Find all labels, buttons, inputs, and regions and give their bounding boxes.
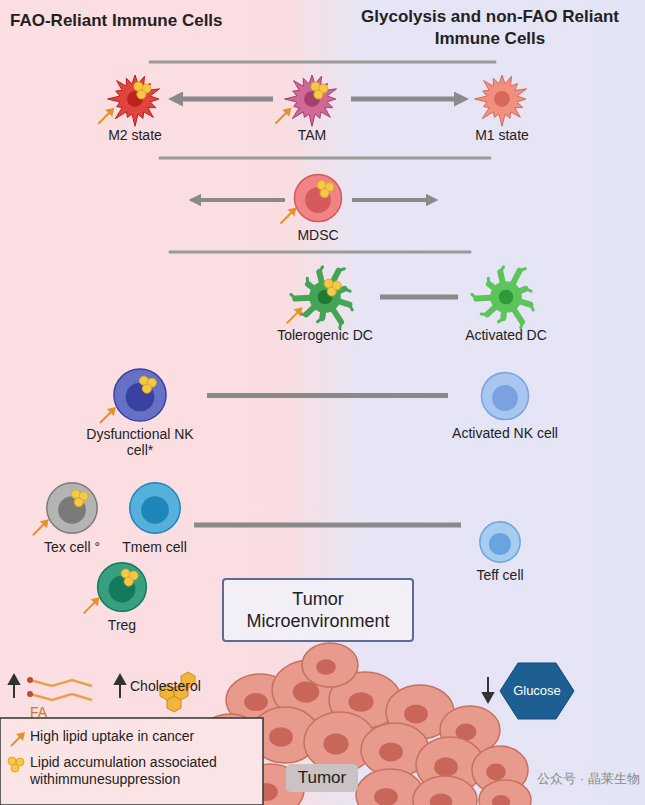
cell-icon (105, 364, 175, 426)
column-title: FAO-Reliant Immune Cells (10, 10, 250, 32)
lipid-droplet-sample (6, 755, 28, 773)
t-memory-cell: Tmem cell (119, 478, 190, 556)
cell-label: Tex cell ° (44, 539, 100, 555)
region-title: Tumor Microenvironment (236, 588, 400, 632)
dendritic-cell: Tolerogenic DC (274, 268, 376, 344)
glucose-label: Glucose (499, 662, 575, 720)
treg-cell: Treg (87, 558, 157, 634)
fatty-acid-icon (27, 677, 92, 700)
row-separators (150, 62, 495, 252)
cholesterol-label: Cholesterol (130, 677, 230, 696)
connector (174, 97, 273, 102)
tam-macrophage: TAM (277, 72, 347, 144)
region-box: Tumor Microenvironment (222, 578, 414, 642)
cell-label: Activated NK cell (452, 425, 558, 441)
nk-cell: Activated NK cell (452, 368, 558, 442)
connector (207, 393, 448, 398)
trend-arrows (9, 675, 493, 702)
cell-label: MDSC (297, 227, 338, 243)
cell-icon (471, 268, 541, 326)
cell-label: Tmem cell (122, 539, 187, 555)
dendritic-cell: Activated DC (462, 268, 550, 344)
cell-label: Activated DC (465, 327, 547, 343)
tumor-label: Tumor (286, 764, 358, 792)
legend-text: High lipid uptake in cancer (30, 728, 259, 745)
t-exhausted-cell: Tex cell ° (37, 478, 107, 556)
cell-label: M1 state (475, 127, 529, 143)
cell-label: Dysfunctional NK cell* (77, 426, 203, 458)
connector (380, 295, 458, 300)
cell-icon (283, 170, 353, 226)
cell-icon (277, 72, 347, 126)
column-title: Glycolysis and non-FAO Reliant Immune Ce… (355, 6, 625, 50)
legend-row: High lipid uptake in cancer (4, 728, 259, 745)
t-effector-cell: Teff cell (465, 518, 535, 584)
nk-cell: Dysfunctional NK cell* (77, 364, 203, 459)
watermark: 公众号 · 晶莱生物 (470, 770, 640, 788)
cell-label: M2 state (108, 127, 162, 143)
cell-label: Treg (108, 617, 136, 633)
cell-icon (120, 478, 190, 538)
cell-label: Teff cell (476, 567, 523, 583)
cell-icon (470, 368, 540, 424)
cell-icon (87, 558, 157, 616)
fa-label: FA (30, 703, 70, 722)
legend-text: Lipid accumulation associated withimmune… (30, 754, 259, 788)
cell-label: TAM (298, 127, 327, 143)
cell-icon (290, 268, 360, 326)
legend-box (0, 718, 263, 805)
legend-row: Lipid accumulation associated withimmune… (4, 754, 259, 788)
cell-icon (467, 72, 537, 126)
m1-macrophage: M1 state (467, 72, 537, 144)
cell-label: Tolerogenic DC (277, 327, 373, 343)
mdsc-cell: MDSC (283, 170, 353, 244)
cell-icon (465, 518, 535, 566)
cell-icon (37, 478, 107, 538)
connector (194, 523, 461, 528)
glucose-hexagon: Glucose (499, 662, 575, 720)
cell-icon (100, 72, 170, 126)
orange-arrow-sample (8, 730, 28, 748)
connector (351, 97, 463, 102)
m2-macrophage: M2 state (100, 72, 170, 144)
